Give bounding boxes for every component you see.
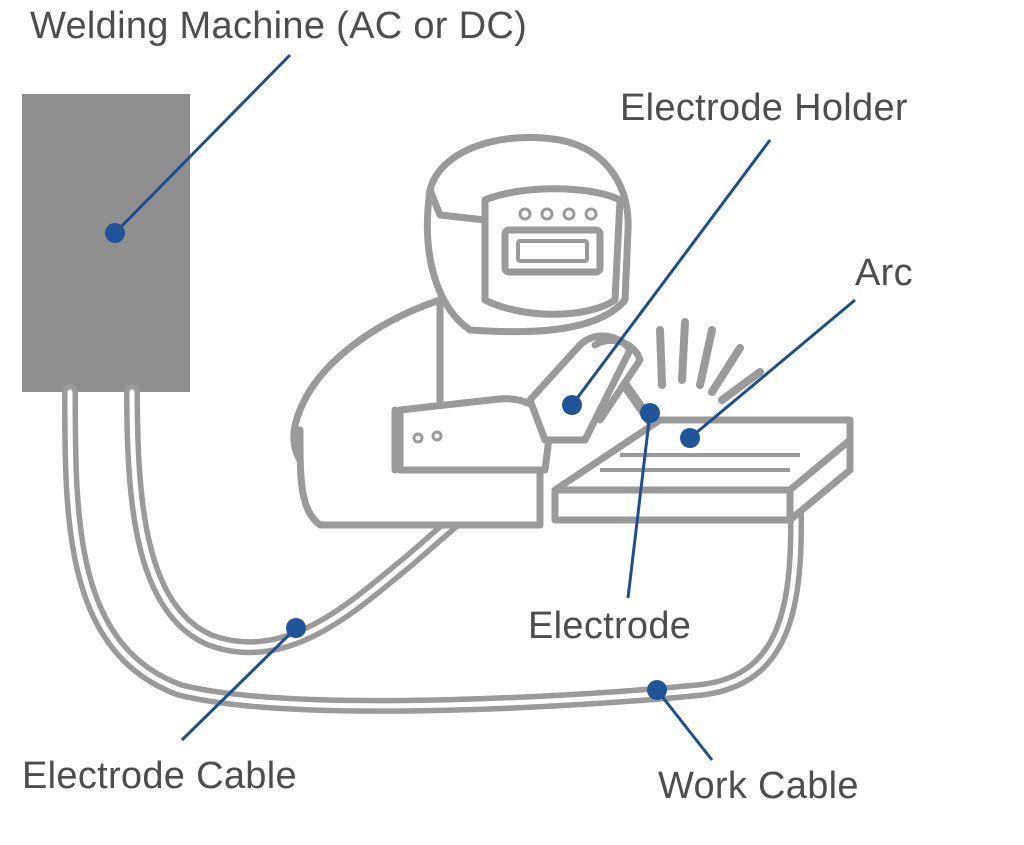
- label-arc: Arc: [855, 252, 913, 294]
- electrode-marker: [640, 403, 660, 423]
- marker-dots: [105, 223, 700, 700]
- label-welding-machine: Welding Machine (AC or DC): [30, 5, 527, 47]
- welding-machine-marker: [105, 223, 125, 243]
- label-electrode: Electrode: [528, 605, 691, 647]
- label-work-cable: Work Cable: [658, 765, 859, 807]
- helmet-dots: [518, 207, 598, 221]
- workpiece: [551, 416, 854, 524]
- electrode-cable-marker: [286, 618, 306, 638]
- work-cable-marker: [647, 680, 667, 700]
- welder-figure: [290, 133, 644, 529]
- cuff-buttons: [412, 430, 443, 444]
- work-cable: [62, 384, 805, 714]
- label-electrode-cable: Electrode Cable: [22, 755, 297, 797]
- arc-sparks: [656, 318, 764, 404]
- electrode-holder-marker: [562, 395, 582, 415]
- leader-lines: [113, 53, 856, 761]
- label-electrode-holder: Electrode Holder: [620, 87, 908, 129]
- arc-marker: [680, 428, 700, 448]
- welding-machine: [22, 94, 190, 392]
